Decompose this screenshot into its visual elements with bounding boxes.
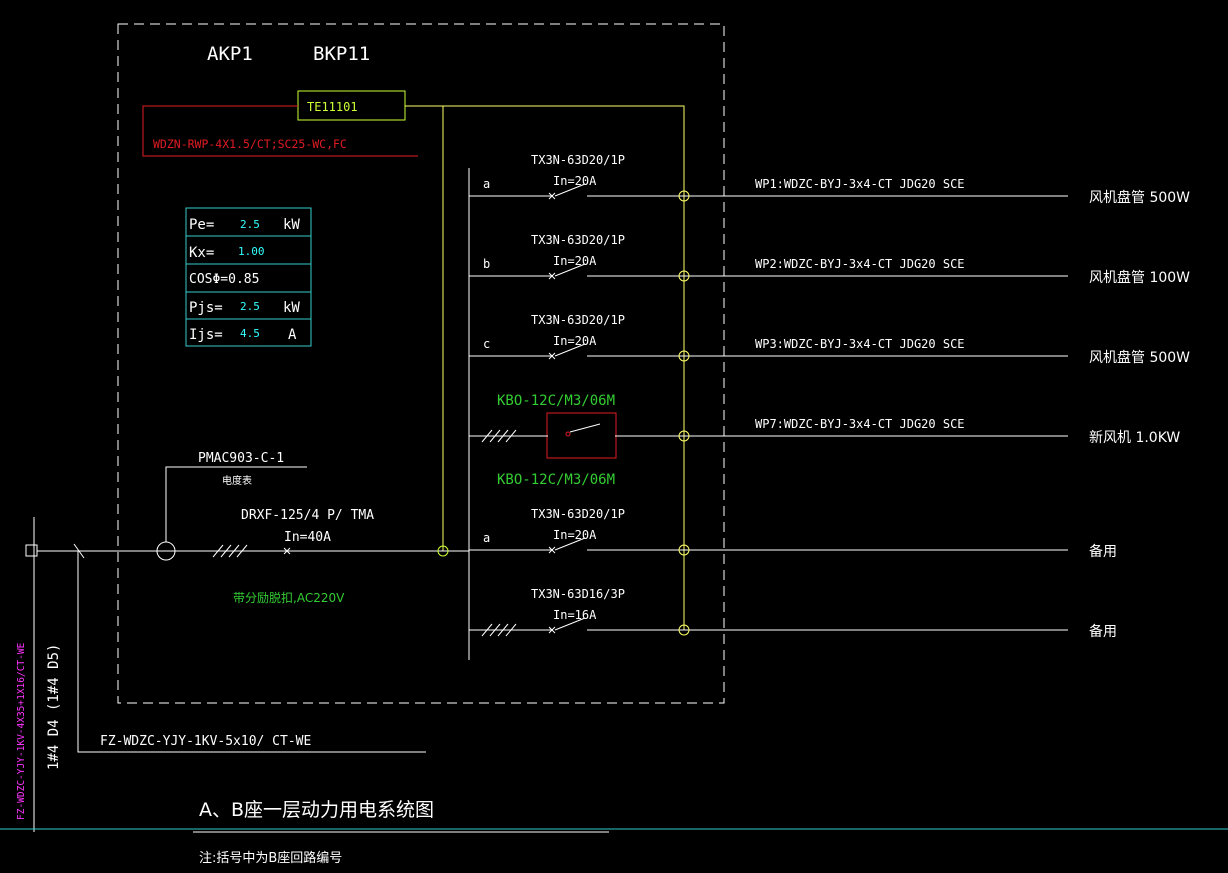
fire-module-cable: WDZN-RWP-4X1.5/CT;SC25-WC,FC — [153, 137, 347, 151]
breaker-x2-5 — [548, 546, 556, 554]
breaker-blade-6 — [554, 617, 586, 631]
table-unit-ijs: A — [288, 327, 297, 343]
circuit-phase-5: a — [483, 531, 490, 545]
breaker-x2-6 — [548, 626, 556, 634]
breaker-gap-3 — [553, 354, 587, 358]
pole-slash-6-4 — [505, 623, 517, 637]
circuit-phase-2: b — [483, 257, 490, 271]
circuit-cable-1: WP1:WDZC-BYJ-3x4-CT JDG20 SCE — [755, 177, 965, 191]
panel-boundary — [117, 23, 725, 704]
main-breaker-note: 带分励脱扣,AC220V — [233, 590, 345, 605]
pole-slash-6-2 — [489, 623, 501, 637]
circuit-cable-2: WP2:WDZC-BYJ-3x4-CT JDG20 SCE — [755, 257, 965, 271]
breaker-gap-6 — [553, 628, 587, 632]
breaker-model-2: TX3N-63D20/1P — [531, 233, 625, 247]
circuit-phase-3: c — [483, 337, 490, 351]
bus-junction-1 — [678, 190, 690, 202]
fire-signal-line — [142, 105, 418, 157]
bus-junction-5 — [678, 544, 690, 556]
table-value-ijs: 4.5 — [240, 327, 260, 340]
circuit-load-3: 风机盘管 500W — [1089, 349, 1190, 366]
breaker-rating-1: In=20A — [553, 174, 597, 188]
incoming-terminal — [25, 544, 38, 557]
pole-slash-6-1 — [481, 623, 493, 637]
circuit-phase-1: a — [483, 177, 490, 191]
table-label-kx: Kx= — [189, 245, 214, 261]
table-value-pe: 2.5 — [240, 218, 260, 231]
kbo-blade — [569, 423, 601, 433]
circuit-load-1: 风机盘管 500W — [1089, 189, 1190, 206]
breaker-gap-1 — [553, 194, 587, 198]
table-unit-pjs: kW — [283, 300, 300, 316]
circuit-cable-4: WP7:WDZC-BYJ-3x4-CT JDG20 SCE — [755, 417, 965, 431]
breaker-x2-1 — [548, 192, 556, 200]
main-breaker-x2 — [283, 547, 291, 555]
circuit-load-6: 备用 — [1089, 623, 1117, 640]
kbo-gap — [548, 434, 615, 438]
shunt-trip-node — [437, 545, 449, 557]
kbo-contact — [565, 431, 571, 437]
breaker-model-3: TX3N-63D20/1P — [531, 313, 625, 327]
feeder-source-label: 1#4 D4 (1#4 D5) — [46, 644, 62, 770]
breaker-x2-2 — [548, 272, 556, 280]
kbo-model-bottom: KBO-12C/M3/06M — [497, 472, 615, 488]
breaker-model-5: TX3N-63D20/1P — [531, 507, 625, 521]
table-label-pe: Pe= — [189, 217, 214, 233]
feeder-vertical-cable-label: FZ-WDZC-YJY-1KV-4X35+1X16/CT-WE — [16, 642, 27, 820]
fire-module-label: TE11101 — [307, 100, 358, 114]
main-breaker-slashes — [212, 544, 248, 558]
bus-junction-3 — [678, 350, 690, 362]
load-table: Pe= 2.5 kW Kx= 1.00 COSΦ=0.85 Pjs= 2.5 k… — [185, 207, 312, 347]
main-breaker-model: DRXF-125/4 P/ TMA — [241, 508, 374, 523]
meter-model: PMAC903-C-1 — [198, 451, 284, 466]
diagram-title: A、B座一层动力用电系统图 — [199, 799, 434, 821]
breaker-x2-3 — [548, 352, 556, 360]
meter-name: 电度表 — [222, 474, 252, 487]
bus-junction-6 — [678, 624, 690, 636]
table-label-cos: COSΦ=0.85 — [189, 272, 259, 287]
breaker-rating-3: In=20A — [553, 334, 597, 348]
circuit-load-5: 备用 — [1089, 543, 1117, 560]
breaker-gap-5 — [553, 548, 587, 552]
meter-leader — [165, 466, 307, 542]
pole-slash-6-3 — [497, 623, 509, 637]
feeder-cable-line — [77, 551, 426, 753]
breaker-rating-5: In=20A — [553, 528, 597, 542]
breaker-gap-2 — [553, 274, 587, 278]
breaker-rating-6: In=16A — [553, 608, 597, 622]
table-value-kx: 1.00 — [238, 245, 265, 258]
breaker-rating-2: In=20A — [553, 254, 597, 268]
breaker-blade-1 — [554, 183, 586, 197]
main-tick — [73, 543, 85, 559]
table-label-ijs: Ijs= — [189, 327, 223, 343]
breaker-blade-2 — [554, 263, 586, 277]
main-breaker-rating: In=40A — [284, 530, 331, 545]
breaker-model-1: TX3N-63D20/1P — [531, 153, 625, 167]
table-unit-pe: kW — [283, 217, 300, 233]
panel-name-a: AKP1 — [207, 43, 253, 65]
circuit-load-2: 风机盘管 100W — [1089, 269, 1190, 286]
table-label-pjs: Pjs= — [189, 300, 223, 316]
bus-junction-4 — [678, 430, 690, 442]
kbo-model-top: KBO-12C/M3/06M — [497, 393, 615, 409]
control-bus-line — [405, 105, 685, 630]
bus-junction-2 — [678, 270, 690, 282]
feeder-cable-label: FZ-WDZC-YJY-1KV-5x10/ CT-WE — [100, 734, 311, 749]
circuit-load-4: 新风机 1.0KW — [1089, 430, 1180, 446]
breaker-blade-5 — [554, 537, 586, 551]
diagram-note: 注:括号中为B座回路编号 — [199, 850, 342, 866]
breaker-model-6: TX3N-63D16/3P — [531, 587, 625, 601]
table-value-pjs: 2.5 — [240, 300, 260, 313]
breaker-blade-3 — [554, 343, 586, 357]
panel-name-b: BKP11 — [313, 43, 370, 65]
circuit-cable-3: WP3:WDZC-BYJ-3x4-CT JDG20 SCE — [755, 337, 965, 351]
